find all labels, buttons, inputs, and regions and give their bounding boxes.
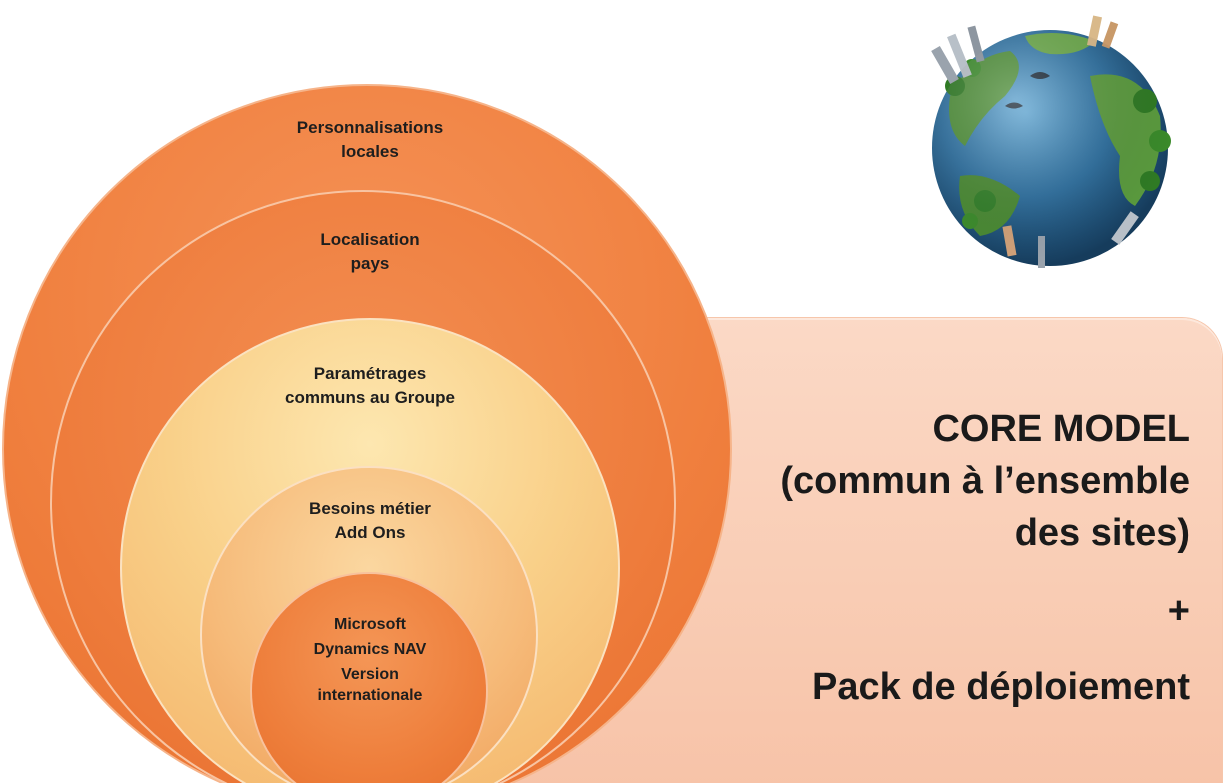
label-core-product-line2: Dynamics NAV	[313, 641, 427, 658]
panel-deployment-pack: Pack de déploiement	[811, 666, 1190, 708]
label-core-product-line1: Microsoft	[334, 616, 406, 633]
label-business-needs: Besoins métier Add Ons	[220, 497, 520, 545]
label-core-product-line4: internationale	[317, 687, 423, 704]
label-group-settings-line1: Paramétrages	[313, 364, 427, 383]
label-local-customizations-line2: locales	[341, 142, 399, 161]
label-country-localization-line1: Localisation	[320, 230, 420, 249]
circle-core-product	[250, 572, 488, 783]
globe-icon	[931, 15, 1171, 268]
label-group-settings-line2: communs au Groupe	[284, 388, 456, 407]
label-group-settings: Paramétrages communs au Groupe	[220, 362, 520, 410]
panel-plus: +	[1167, 590, 1190, 632]
label-local-customizations: Personnalisations locales	[220, 116, 520, 164]
panel-subtitle-line1: (commun à l’ensemble	[780, 460, 1190, 502]
label-country-localization-line2: pays	[350, 254, 390, 273]
label-local-customizations-line1: Personnalisations	[296, 118, 444, 137]
label-business-needs-line2: Add Ons	[334, 523, 406, 542]
label-core-product: Microsoft Dynamics NAV Version internati…	[260, 614, 480, 706]
panel-title: CORE MODEL	[932, 408, 1190, 450]
panel-subtitle-line2: des sites)	[1014, 512, 1190, 554]
label-core-product-line3: Version	[341, 666, 399, 683]
label-country-localization: Localisation pays	[220, 228, 520, 276]
label-business-needs-line1: Besoins métier	[309, 499, 431, 518]
